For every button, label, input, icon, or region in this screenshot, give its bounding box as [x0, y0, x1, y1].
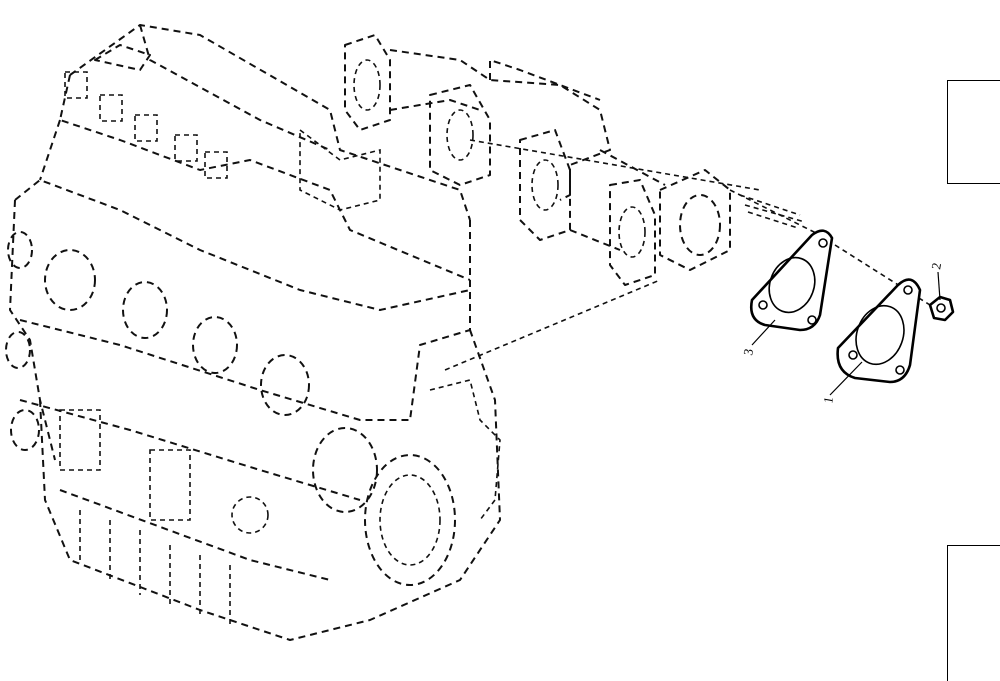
callout-2: 2 — [928, 262, 944, 271]
callout-1: 1 — [820, 396, 836, 405]
nut-part-2 — [928, 295, 955, 322]
callout-3: 3 — [740, 348, 756, 357]
side-tab-lower — [947, 545, 1000, 681]
engine-block — [5, 24, 501, 641]
leader-1 — [829, 361, 863, 396]
exhaust-manifold — [344, 34, 731, 286]
side-tab-upper — [947, 80, 1000, 184]
leader-2 — [937, 271, 941, 301]
gasket-part-3 — [750, 229, 834, 332]
studs — [739, 194, 806, 229]
leader-3 — [751, 319, 776, 346]
flange-part-1 — [836, 278, 922, 384]
